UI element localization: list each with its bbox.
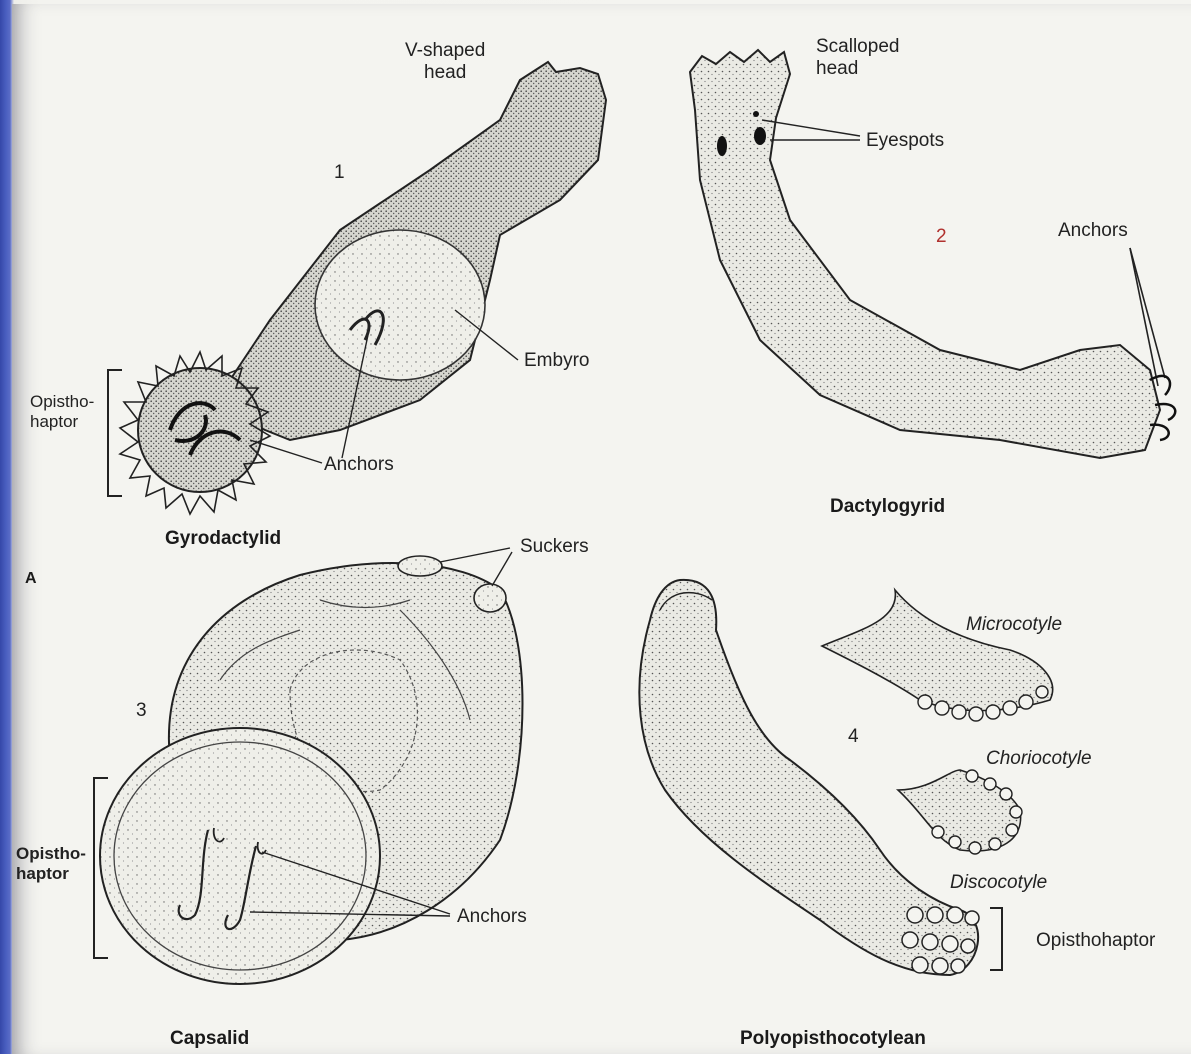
polyopisthocotylean-number: 4 xyxy=(848,726,859,748)
microcotyle-drawing xyxy=(822,590,1053,721)
gyrodactylid-anchors-label: Anchors xyxy=(324,454,394,476)
capsalid-opisthohaptor xyxy=(100,728,380,984)
gyrodactylid-number: 1 xyxy=(334,162,345,184)
dactylogyrid-name: Dactylogyrid xyxy=(830,496,945,518)
dactylogyrid-eyespots-label: Eyespots xyxy=(866,130,944,152)
dactylogyrid-body xyxy=(690,50,1160,458)
choriocotyle-label: Choriocotyle xyxy=(986,748,1092,770)
polyopisthocotylean-opisthohaptor-label: Opisthohaptor xyxy=(1036,930,1155,952)
dactylogyrid-anchors-label: Anchors xyxy=(1058,220,1128,242)
capsalid-opisthohaptor-label: Opistho- haptor xyxy=(16,844,86,884)
polyopisthocotylean-drawing xyxy=(639,580,1052,975)
capsalid-suckers-label: Suckers xyxy=(520,536,589,558)
microcotyle-label: Microcotyle xyxy=(966,614,1062,636)
gyrodactylid-opisthohaptor-label: Opistho- haptor xyxy=(30,392,94,432)
capsalid-anchors-label: Anchors xyxy=(457,906,527,928)
capsalid-number: 3 xyxy=(136,700,147,722)
discocotyle-label: Discocotyle xyxy=(950,872,1047,894)
choriocotyle-drawing xyxy=(898,770,1022,854)
gyrodactylid-embryo-label: Embyro xyxy=(524,350,589,372)
dactylogyrid-number: 2 xyxy=(936,226,947,248)
gyrodactylid-embryo xyxy=(315,230,485,380)
dactylogyrid-head-label: Scalloped head xyxy=(816,36,899,80)
gyrodactylid-head-label: V-shaped head xyxy=(405,40,485,84)
gyrodactylid-drawing xyxy=(108,62,606,514)
polyopisthocotylean-name: Polyopisthocotylean xyxy=(740,1028,926,1050)
gyrodactylid-name: Gyrodactylid xyxy=(165,528,281,550)
capsalid-name: Capsalid xyxy=(170,1028,249,1050)
dactylogyrid-drawing xyxy=(690,50,1175,458)
panel-letter: A xyxy=(25,568,37,590)
